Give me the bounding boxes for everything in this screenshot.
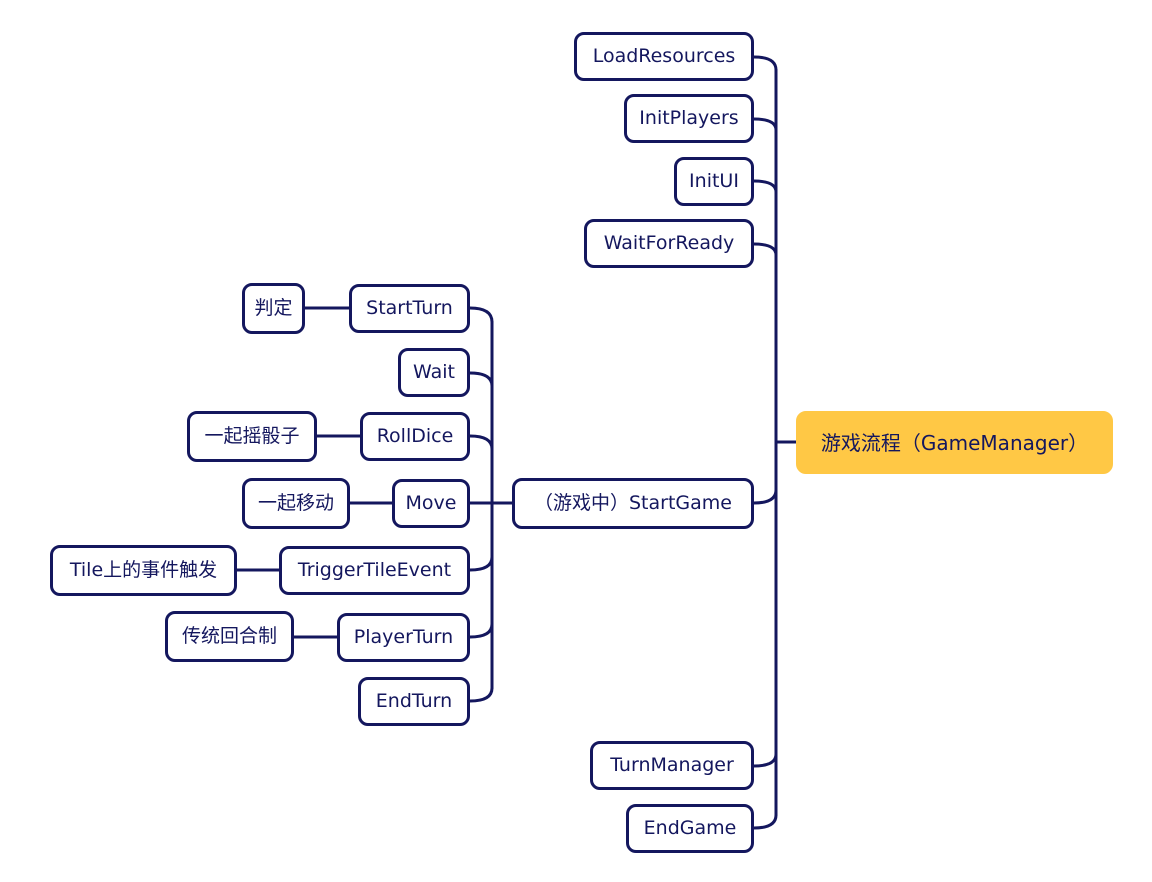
node-rolldice[interactable]: RollDice [360, 412, 470, 461]
root-node[interactable]: 游戏流程（GameManager） [796, 411, 1113, 474]
link-endturn [468, 686, 494, 703]
link-initui [752, 179, 778, 194]
link-startgame [752, 488, 778, 505]
node-move-detail[interactable]: 一起移动 [242, 478, 350, 529]
node-startturn[interactable]: StartTurn [349, 284, 470, 333]
node-playerturn[interactable]: PlayerTurn [337, 613, 470, 662]
link-rolldice [468, 434, 494, 451]
node-waitforready[interactable]: WaitForReady [584, 219, 754, 268]
node-move[interactable]: Move [392, 479, 470, 528]
node-playerturn-detail[interactable]: 传统回合制 [165, 611, 294, 662]
node-turnmanager[interactable]: TurnManager [590, 741, 754, 790]
link-playerturn [468, 622, 494, 639]
node-triggertileevent[interactable]: TriggerTileEvent [279, 546, 470, 595]
node-rolldice-detail[interactable]: 一起摇骰子 [187, 411, 317, 462]
link-triggertileevent [468, 555, 494, 572]
link-turnmanager [752, 752, 778, 768]
node-wait[interactable]: Wait [398, 348, 470, 397]
node-endgame[interactable]: EndGame [626, 804, 754, 853]
node-startgame[interactable]: （游戏中）StartGame [512, 478, 754, 529]
link-wait [468, 371, 494, 388]
node-endturn[interactable]: EndTurn [358, 677, 470, 726]
link-startturn [468, 306, 494, 324]
node-trigger-detail[interactable]: Tile上的事件触发 [50, 545, 237, 596]
node-initui[interactable]: InitUI [674, 157, 754, 206]
node-panding[interactable]: 判定 [242, 283, 305, 334]
link-loadresources [752, 55, 778, 72]
node-loadresources[interactable]: LoadResources [574, 32, 754, 81]
node-initplayers[interactable]: InitPlayers [624, 94, 754, 143]
link-waitforready [752, 242, 778, 257]
link-initplayers [752, 117, 778, 132]
link-endgame [752, 813, 778, 830]
